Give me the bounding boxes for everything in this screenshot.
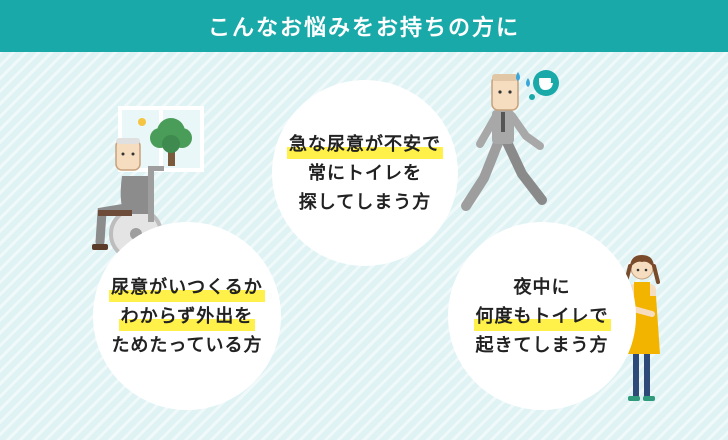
walking-man-illustration [461,74,547,211]
page-title: こんなお悩みをお持ちの方に [0,0,728,52]
bubble-line: 常にトイレを [308,162,422,184]
concern-bubble-going-out: 尿意がいつくるか わからず外出を ためたっている方 [93,222,281,410]
bubble-line: 探してしまう方 [298,191,432,213]
bubble-line: 起きてしまう方 [475,334,609,356]
bubble-line: 急な尿意が不安で [287,129,443,159]
concern-bubble-night-waking: 夜中に 何度もトイレで 起きてしまう方 [448,222,636,410]
toilet-icon [529,70,559,100]
concern-bubble-sudden-urge: 急な尿意が不安で 常にトイレを 探してしまう方 [272,80,458,266]
sweat-icon [516,72,530,87]
bubble-line: ためたっている方 [111,334,263,356]
bubble-line: わからず外出を [118,301,256,331]
bubble-line: 夜中に [513,276,571,298]
bubble-line: 尿意がいつくるか [109,272,265,302]
bubble-line: 何度もトイレで [473,301,611,331]
